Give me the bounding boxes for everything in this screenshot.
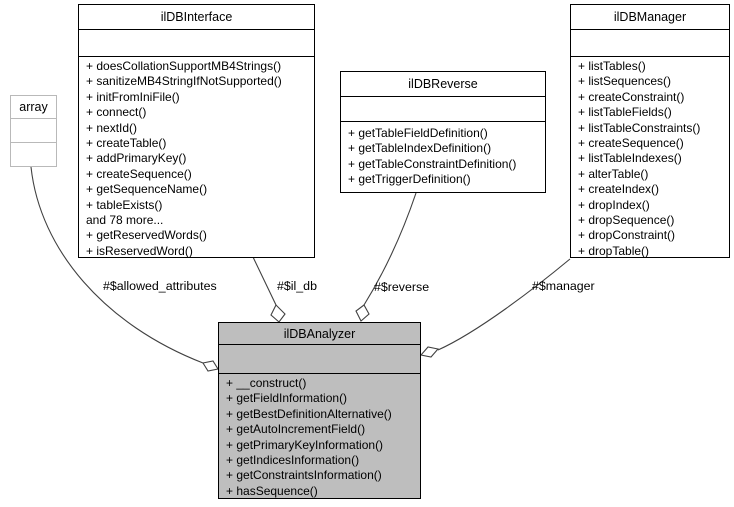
aggregation-diamond-reverse — [355, 304, 370, 322]
method-entry: + listSequences() — [578, 74, 672, 89]
attributes-compartment — [79, 30, 314, 57]
method-entry: + getTableIndexDefinition() — [348, 141, 492, 156]
method-entry: + createTable() — [86, 136, 167, 151]
method-entry: + dropTable() — [578, 243, 650, 258]
attributes-compartment — [571, 30, 729, 57]
method-entry: + getTableFieldDefinition() — [348, 126, 488, 140]
class-node-ildbinterface[interactable]: ilDBInterface + doesCollationSupportMB4S… — [78, 4, 315, 258]
edge-il-db — [252, 256, 277, 306]
method-entry: + listTableFields() — [578, 105, 672, 120]
aggregation-diamond-manager — [419, 346, 440, 358]
method-entry: and 78 more... — [86, 213, 164, 228]
method-entry: + dropSequence() — [578, 213, 675, 228]
class-node-ildbanalyzer[interactable]: ilDBAnalyzer + __construct()+ getFieldIn… — [218, 322, 421, 499]
method-entry: + createSequence() — [86, 166, 192, 181]
methods-compartment: + getTableFieldDefinition()+ getTableInd… — [341, 122, 545, 192]
methods-compartment — [11, 143, 56, 166]
class-title: ilDBManager — [571, 5, 729, 30]
method-entry: + getBestDefinitionAlternative() — [226, 406, 392, 421]
method-entry: + __construct() — [226, 376, 307, 390]
method-entry: + sanitizeMB4StringIfNotSupported() — [86, 74, 282, 89]
method-entry: + dropIndex() — [578, 197, 650, 212]
class-node-ildbreverse[interactable]: ilDBReverse + getTableFieldDefinition()+… — [340, 71, 546, 193]
method-entry: + addPrimaryKey() — [86, 151, 187, 166]
attributes-compartment — [341, 97, 545, 122]
edge-label-allowed-attributes: #$allowed_attributes — [103, 279, 217, 293]
attributes-compartment — [219, 345, 420, 374]
method-entry: + getIndicesInformation() — [226, 453, 360, 468]
method-entry: + isReservedWord() — [86, 243, 193, 258]
method-entry: + tableExists() — [86, 197, 163, 212]
methods-compartment: + listTables()+ listSequences()+ createC… — [571, 57, 729, 258]
method-entry: + doesCollationSupportMB4Strings() — [86, 59, 282, 73]
methods-compartment: + __construct()+ getFieldInformation()+ … — [219, 374, 420, 498]
aggregation-diamond-il-db — [270, 304, 286, 323]
method-entry: + getSequenceName() — [86, 182, 208, 197]
class-node-ildbmanager[interactable]: ilDBManager + listTables()+ listSequence… — [570, 4, 730, 258]
method-entry: + getConstraintsInformation() — [226, 468, 382, 483]
edge-allowed-attributes — [30, 166, 204, 364]
class-node-array: array — [10, 95, 57, 167]
method-entry: + getReservedWords() — [86, 228, 207, 243]
class-title: ilDBReverse — [341, 72, 545, 97]
method-entry: + getTriggerDefinition() — [348, 172, 471, 187]
attributes-compartment — [11, 119, 56, 143]
method-entry: + alterTable() — [578, 166, 649, 181]
method-entry: + listTableIndexes() — [578, 151, 682, 166]
method-entry: + getTableConstraintDefinition() — [348, 156, 517, 171]
method-entry: + getPrimaryKeyInformation() — [226, 437, 384, 452]
method-entry: + nextId() — [86, 120, 138, 135]
edge-label-manager: #$manager — [532, 279, 595, 293]
method-entry: + hasSequence() — [226, 483, 318, 498]
method-entry: + dropConstraint() — [578, 228, 676, 243]
method-entry: + listTables() — [578, 59, 646, 73]
class-title: array — [11, 96, 56, 119]
class-title: ilDBInterface — [79, 5, 314, 30]
method-entry: + initFromIniFile() — [86, 89, 180, 104]
method-entry: + createSequence() — [578, 136, 684, 151]
aggregation-diamond-allowed-attributes — [202, 360, 219, 372]
method-entry: + getFieldInformation() — [226, 391, 348, 406]
class-title: ilDBAnalyzer — [219, 323, 420, 345]
edge-label-reverse: #$reverse — [374, 280, 430, 294]
methods-compartment: + doesCollationSupportMB4Strings()+ sani… — [79, 57, 314, 258]
method-entry: + createIndex() — [578, 182, 660, 197]
method-entry: + listTableConstraints() — [578, 120, 701, 135]
edge-label-il-db: #$il_db — [277, 279, 317, 293]
edge-reverse — [363, 192, 417, 306]
method-entry: + getAutoIncrementField() — [226, 422, 366, 437]
method-entry: + createConstraint() — [578, 89, 685, 104]
edge-manager — [437, 258, 571, 351]
method-entry: + connect() — [86, 105, 147, 120]
